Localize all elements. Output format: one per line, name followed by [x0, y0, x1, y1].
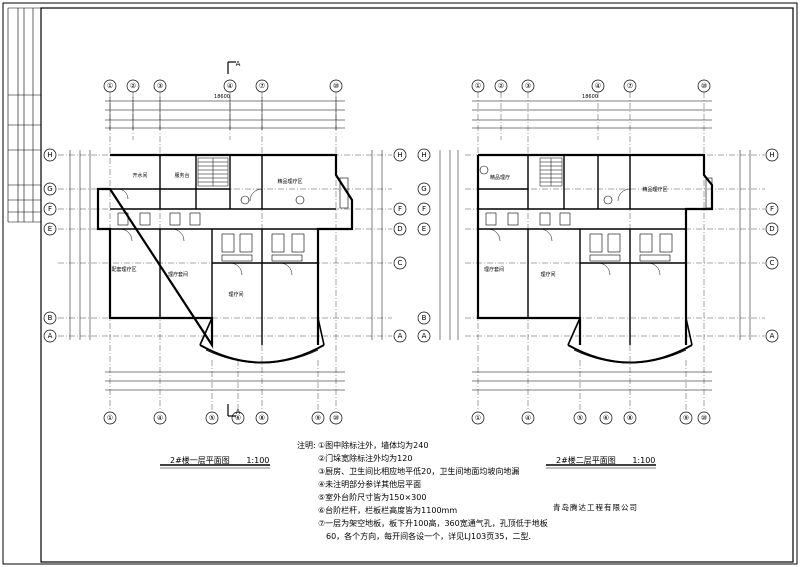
- grid-axis-label: G: [421, 185, 426, 193]
- room-label: 配套理疗区: [111, 266, 136, 273]
- room-label: 开水间: [132, 172, 147, 179]
- grid-bubble-label: ②: [498, 82, 504, 90]
- room-label: 理疗套间: [168, 271, 188, 278]
- plan-scale: 1:100: [632, 456, 656, 465]
- section-mark-label: A: [236, 60, 241, 68]
- room-label: 精品理疗区: [642, 186, 667, 193]
- grid-axis-label: A: [422, 332, 427, 340]
- note-item: ③厨房、卫生间比相应地平低20，卫生间地面均坡向地漏: [318, 467, 520, 476]
- section-mark-label: A: [236, 408, 241, 416]
- overall-dimension: 18600: [214, 94, 230, 100]
- grid-bubble-label: ⑩: [333, 82, 339, 90]
- second-floor-plan: [417, 79, 779, 425]
- grid-bubble-label: ⑥: [603, 414, 609, 422]
- grid-axis-label: A: [770, 332, 775, 340]
- grid-axis-label: H: [421, 151, 426, 159]
- grid-axis-label: F: [48, 205, 52, 213]
- grid-axis-label: H: [397, 151, 402, 159]
- grid-bubble-label: ②: [130, 82, 136, 90]
- room-label: 理疗套间: [484, 266, 504, 273]
- plan-title-text: 2#楼一层平面图: [170, 456, 230, 465]
- plan-title-text: 2#楼二层平面图: [556, 456, 616, 465]
- grid-bubble-label: ④: [525, 414, 531, 422]
- note-item: ②门垛宽除标注外均为120: [318, 454, 413, 463]
- grid-axis-label: C: [398, 259, 403, 267]
- notes-heading: 注明:: [297, 441, 316, 450]
- grid-axis-label: H: [769, 151, 774, 159]
- binding-strip: [7, 7, 41, 223]
- grid-bubble-label: ④: [595, 82, 601, 90]
- company-name: 青岛腾达工程有限公司: [553, 503, 638, 512]
- grid-bubble-label: ①: [475, 414, 481, 422]
- grid-bubble-label: ⑦: [627, 82, 633, 90]
- note-item: 60，各个方向，每开间各设一个，详见LJ103页35，二型.: [326, 532, 531, 541]
- grid-axis-label: D: [769, 225, 774, 233]
- grid-bubble-label: ⑨: [683, 414, 689, 422]
- grid-axis-label: B: [422, 314, 427, 322]
- note-item: ①图中除标注外，墙体均为240: [318, 441, 429, 450]
- grid-bubble-label: ⑦: [259, 82, 265, 90]
- room-label: 理疗间: [228, 291, 243, 298]
- note-item: ⑦一层为架空地板，板下升100高，360宽通气孔，孔顶低于地板: [318, 519, 548, 528]
- grid-bubble-label: ①: [107, 82, 113, 90]
- grid-bubble-label: ⑨: [315, 414, 321, 422]
- grid-axis-label: A: [48, 332, 53, 340]
- grid-bubble-label: ⑤: [209, 414, 215, 422]
- grid-axis-label: A: [398, 332, 403, 340]
- overall-dimension: 18600: [582, 94, 598, 100]
- grid-bubble-label: ①: [107, 414, 113, 422]
- grid-bubble-label: ⑤: [577, 414, 583, 422]
- grid-axis-label: F: [422, 205, 426, 213]
- note-item: ⑥台阶栏杆，栏板栏高度皆为1100mm: [318, 506, 458, 515]
- room-label: 精品理疗区: [277, 178, 302, 185]
- grid-bubble-label: ⑧: [627, 414, 633, 422]
- grid-bubble-label: ④: [227, 82, 233, 90]
- grid-axis-label: C: [770, 259, 775, 267]
- plan-title-first-floor: 2#楼一层平面图 1:100: [170, 455, 269, 466]
- grid-axis-label: H: [47, 151, 52, 159]
- grid-bubble-label: ⑩: [701, 82, 707, 90]
- grid-axis-label: D: [397, 225, 402, 233]
- grid-bubble-label: ⑩: [333, 414, 339, 422]
- grid-axis-label: B: [48, 314, 53, 322]
- note-item: ⑤室外台阶尺寸皆为150×300: [318, 493, 427, 502]
- grid-axis-label: G: [47, 185, 52, 193]
- grid-bubble-label: ⑥: [235, 414, 241, 422]
- plan-title-second-floor: 2#楼二层平面图 1:100: [556, 455, 655, 466]
- room-label: 服务台: [174, 172, 189, 179]
- room-label: 理疗间: [540, 271, 555, 278]
- grid-axis-label: F: [770, 205, 774, 213]
- grid-axis-label: E: [48, 225, 52, 233]
- grid-bubble-label: ③: [525, 82, 531, 90]
- plan-scale: 1:100: [246, 456, 270, 465]
- grid-axis-label: F: [398, 205, 402, 213]
- grid-bubble-label: ⑧: [259, 414, 265, 422]
- first-floor-plan: [43, 61, 407, 425]
- grid-axis-label: E: [422, 225, 426, 233]
- grid-bubble-label: ⑩: [701, 414, 707, 422]
- room-label: 精品理疗: [490, 174, 510, 181]
- note-item: ④未注明部分参详其他层平面: [318, 480, 422, 489]
- grid-bubble-label: ①: [475, 82, 481, 90]
- grid-bubble-label: ③: [157, 82, 163, 90]
- grid-bubble-label: ④: [157, 414, 163, 422]
